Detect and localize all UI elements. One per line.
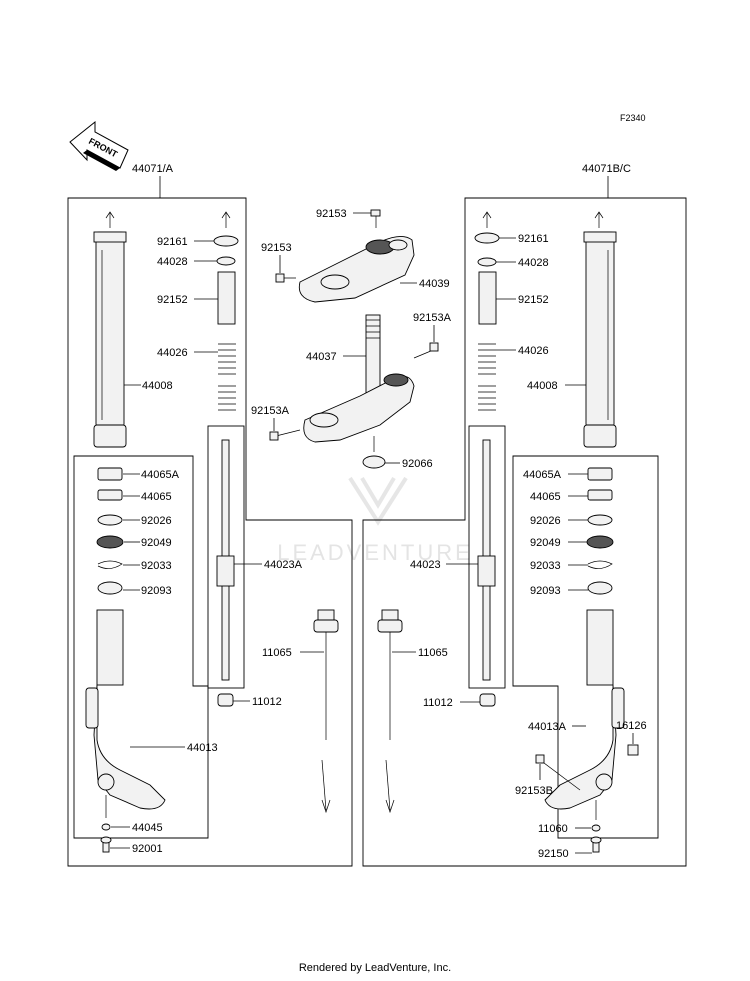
watermark: LEADVENTURE [277,476,473,565]
label-11065: 11065 [262,647,292,659]
label-92093: 92093 [141,585,172,597]
steering-parts [269,209,439,469]
label-r-92153B: 92153B [515,785,553,797]
label-11012: 11012 [252,696,282,708]
label-92161: 92161 [157,236,188,248]
label-44023A: 44023A [264,559,303,571]
label-r-44026: 44026 [518,345,549,357]
label-44026: 44026 [157,347,188,359]
right-inner-box [512,455,659,839]
label-44065: 44065 [141,491,172,503]
label-r-92033: 92033 [530,560,561,572]
label-r-44013A: 44013A [528,721,567,733]
figure-code: F2340 [620,113,646,123]
label-r-16126: 16126 [616,720,647,732]
label-44065A: 44065A [141,469,180,481]
label-r-11065: 11065 [418,647,448,659]
right-group-title: 44071B/C [582,163,631,175]
label-r-92049: 92049 [530,537,561,549]
left-group-title: 44071/A [132,163,174,175]
left-group-box [67,197,353,867]
watermark-text: LEADVENTURE [277,540,473,565]
label-r-92152: 92152 [518,294,549,306]
front-arrow-icon: FRONT [69,120,129,171]
label-92049: 92049 [141,537,172,549]
label-r-92026: 92026 [530,515,561,527]
label-92033: 92033 [141,560,172,572]
footer-credit: Rendered by LeadVenture, Inc. [298,962,452,974]
label-r-44023: 44023 [410,559,441,571]
label-44028: 44028 [157,256,188,268]
label-44045: 44045 [132,822,163,834]
label-r-44065A: 44065A [523,469,562,481]
left-labels: 92161 44028 92152 44026 44008 44065A 440… [110,236,324,855]
label-r-11012: 11012 [423,697,453,709]
label-92066: 92066 [402,458,433,470]
label-r-92093: 92093 [530,585,561,597]
label-r-92161: 92161 [518,233,549,245]
center-labels: 92153 92153 44039 44037 92153A 92153A 92… [251,208,452,470]
label-92153A-right: 92153A [413,312,452,324]
label-44013: 44013 [187,742,218,754]
label-92001: 92001 [132,843,163,855]
right-labels: 92161 44028 92152 44026 44008 44065A 440… [392,233,647,860]
label-92153-top: 92153 [316,208,347,220]
label-92153-left: 92153 [261,242,292,254]
right-fork-parts [377,211,639,853]
label-r-92150: 92150 [538,848,569,860]
label-r-11060: 11060 [538,823,568,835]
label-r-44065: 44065 [530,491,561,503]
label-92153A-left: 92153A [251,405,290,417]
label-44039: 44039 [419,278,450,290]
label-r-44028: 44028 [518,257,549,269]
left-fork-parts [85,211,339,853]
right-group-box [362,197,687,867]
label-92026: 92026 [141,515,172,527]
label-44037: 44037 [306,351,337,363]
label-92152: 92152 [157,294,188,306]
label-r-44008: 44008 [527,380,558,392]
label-44008: 44008 [142,380,173,392]
